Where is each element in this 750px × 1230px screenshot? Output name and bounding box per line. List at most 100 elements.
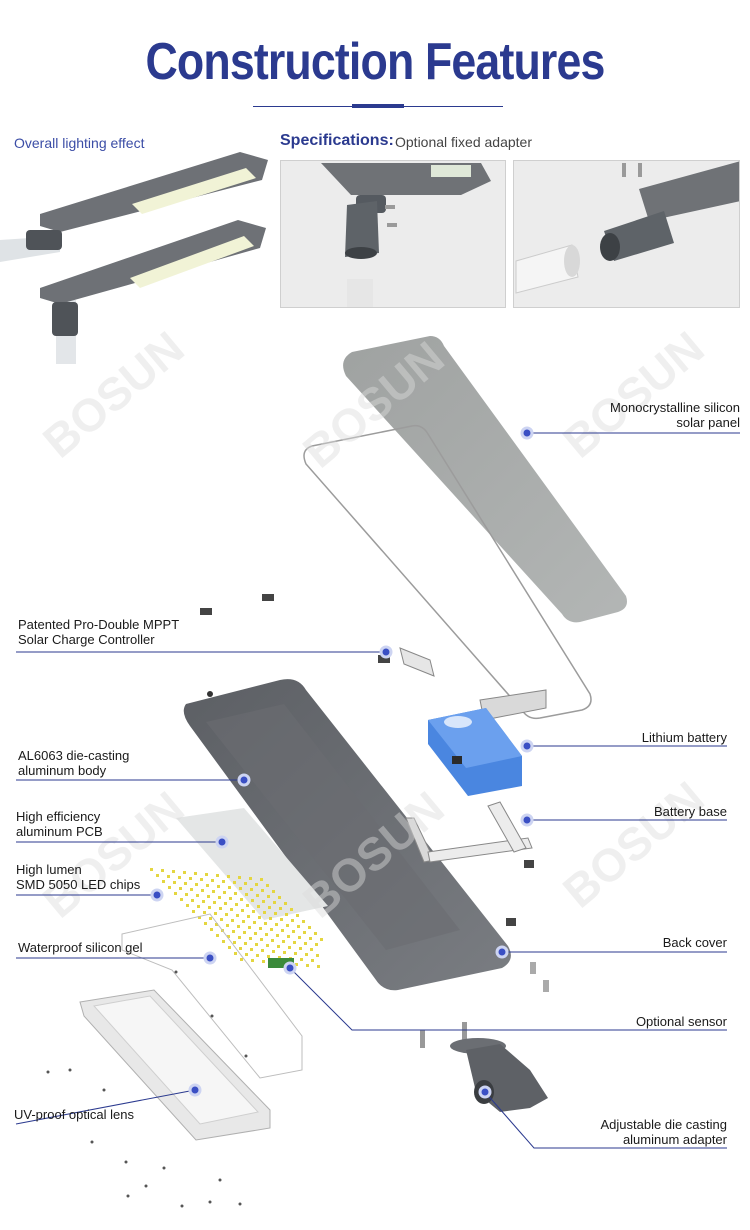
led-chip <box>302 920 305 923</box>
led-chip <box>314 932 317 935</box>
led-chip <box>216 874 219 877</box>
led-chip <box>200 878 203 881</box>
title-underline-accent <box>352 104 404 108</box>
callout-mppt-controller: Patented Pro-Double MPPT Solar Charge Co… <box>18 617 180 647</box>
callout-silicon-gel: Waterproof silicon gel <box>18 940 143 955</box>
led-chip <box>212 890 215 893</box>
led-chip <box>184 882 187 885</box>
led-chip <box>297 925 300 928</box>
led-chip <box>167 875 170 878</box>
led-chip <box>260 878 263 881</box>
adapter-photo-horizontal <box>513 160 740 308</box>
led-chip <box>266 884 269 887</box>
callout-back-cover: Back cover <box>662 935 727 950</box>
led-chip <box>247 915 250 918</box>
led-chip <box>210 928 213 931</box>
silicon-gel-shape <box>121 913 303 1079</box>
led-chip <box>172 870 175 873</box>
led-chip <box>198 916 201 919</box>
led-chip <box>279 907 282 910</box>
led-chip <box>257 905 260 908</box>
led-chip <box>156 874 159 877</box>
led-chip <box>303 931 306 934</box>
led-chip <box>262 900 265 903</box>
led-chip <box>258 916 261 919</box>
adapter-photo-vertical <box>280 160 506 308</box>
led-chip <box>300 958 303 961</box>
led-chip <box>228 886 231 889</box>
led-chip <box>229 897 232 900</box>
overall-lighting-label: Overall lighting effect <box>14 135 145 151</box>
led-chip <box>207 895 210 898</box>
led-chip <box>261 889 264 892</box>
led-chip <box>220 918 223 921</box>
led-chip <box>202 900 205 903</box>
led-chip <box>267 895 270 898</box>
led-chip <box>206 884 209 887</box>
panel-gasket-shape <box>303 424 592 720</box>
led-chip <box>234 952 237 955</box>
led-chip <box>284 902 287 905</box>
led-chip <box>259 927 262 930</box>
led-chip <box>285 913 288 916</box>
led-chip <box>219 907 222 910</box>
led-chip <box>283 951 286 954</box>
led-chip <box>260 938 263 941</box>
led-chip <box>264 922 267 925</box>
led-chip <box>186 904 189 907</box>
led-chip <box>173 881 176 884</box>
led-chip <box>231 919 234 922</box>
led-chip <box>306 964 309 967</box>
led-chip <box>255 883 258 886</box>
led-chip <box>320 938 323 941</box>
led-chip-grid <box>150 868 323 968</box>
callout-adapter: Adjustable die casting aluminum adapter <box>600 1117 727 1147</box>
led-chip <box>245 893 248 896</box>
led-chip <box>216 934 219 937</box>
led-chip <box>218 896 221 899</box>
overall-lamp-illustration <box>0 152 268 364</box>
callout-lithium-battery: Lithium battery <box>641 730 727 745</box>
led-chip <box>161 869 164 872</box>
led-chip <box>244 882 247 885</box>
led-chip <box>262 960 265 963</box>
led-chip <box>288 946 291 949</box>
led-chip <box>266 944 269 947</box>
led-chip <box>244 942 247 945</box>
led-chip <box>230 908 233 911</box>
led-chip <box>208 906 211 909</box>
led-chip <box>294 952 297 955</box>
led-chip <box>249 877 252 880</box>
led-chip <box>213 901 216 904</box>
led-chip <box>222 940 225 943</box>
led-chip <box>180 898 183 901</box>
led-chip <box>245 953 248 956</box>
led-chip <box>275 923 278 926</box>
led-chip <box>265 933 268 936</box>
led-chip <box>251 959 254 962</box>
led-chip <box>185 893 188 896</box>
page-title: Construction Features <box>145 33 605 91</box>
led-chip <box>249 937 252 940</box>
led-chip <box>223 891 226 894</box>
led-chip <box>293 941 296 944</box>
led-chip <box>256 894 259 897</box>
led-chip <box>233 941 236 944</box>
watermark: BOSUN <box>553 321 714 468</box>
led-chip <box>238 936 241 939</box>
led-chip <box>197 905 200 908</box>
led-chip <box>226 924 229 927</box>
led-chip <box>201 889 204 892</box>
solar-panel-shape <box>343 336 627 623</box>
led-chip <box>317 965 320 968</box>
led-chip <box>238 876 241 879</box>
led-chip <box>287 935 290 938</box>
led-chip <box>232 930 235 933</box>
pcb-shape <box>176 808 328 920</box>
led-chip <box>272 950 275 953</box>
led-chip <box>237 925 240 928</box>
watermark: BOSUN <box>553 771 714 918</box>
led-chip <box>268 906 271 909</box>
led-chip <box>204 922 207 925</box>
led-chip <box>252 910 255 913</box>
